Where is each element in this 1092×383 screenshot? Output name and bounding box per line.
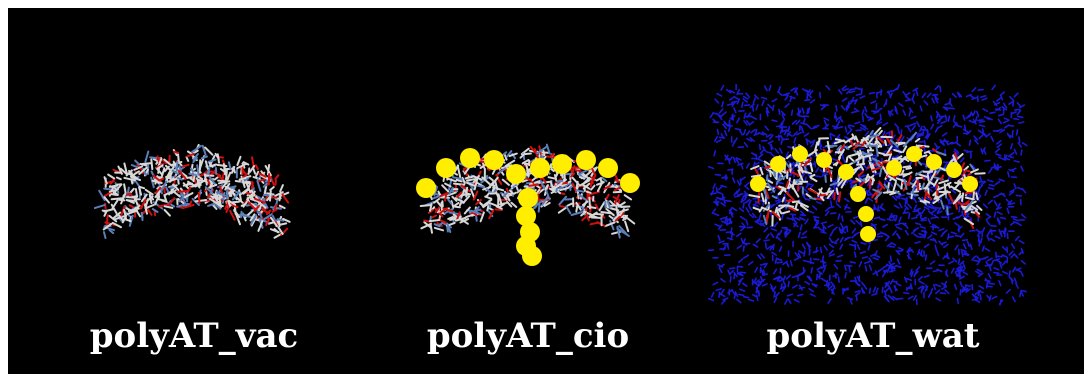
caption-cio: polyAT_cio (426, 316, 630, 356)
dna-molecule-icon (94, 143, 291, 239)
caption-vac: polyAT_vac (89, 316, 299, 356)
dna-in-water-box-icon (708, 84, 1028, 306)
black-panel: polyAT_vac polyAT_cio polyAT_wat (8, 8, 1084, 374)
dna-with-counterions-icon (416, 143, 640, 266)
caption-wat: polyAT_wat (766, 316, 980, 356)
